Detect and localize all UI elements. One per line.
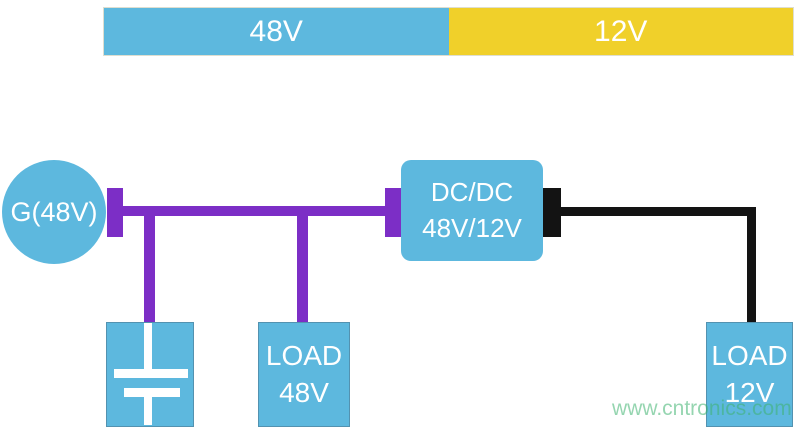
bar-segment-12v-label: 12V (594, 14, 648, 48)
dcdc-converter-box: DC/DC 48V/12V (401, 160, 543, 261)
bar-segment-12v: 12V (448, 8, 793, 55)
load48-branch-wire (297, 206, 308, 322)
load-12v-box: LOAD 12V (706, 322, 793, 427)
bar-segment-48v: 48V (104, 8, 449, 55)
converter-output-terminal (543, 188, 561, 237)
generator-circle: G(48V) (2, 160, 106, 264)
converter-input-terminal (385, 188, 401, 237)
watermark-text: www.cntronics.com (612, 397, 792, 420)
generator-terminal (107, 188, 123, 237)
converter-label-line2: 48V/12V (422, 212, 522, 243)
generator-label: G(48V) (10, 196, 98, 227)
converter-label-line1: DC/DC (430, 177, 514, 208)
load-48v-label-line2: 48V (279, 376, 329, 408)
load-48v-label-line1: LOAD (265, 340, 343, 372)
bus-12v-wire-vertical (747, 207, 756, 322)
bus-12v-wire-horizontal (557, 207, 756, 216)
capacitor-branch-wire (144, 206, 155, 322)
load-48v-box: LOAD 48V (258, 322, 350, 427)
load-12v-label-line1: LOAD (711, 340, 788, 372)
voltage-legend-bar: 48V 12V (103, 7, 794, 56)
capacitor-symbol-bottom-lead (144, 397, 152, 425)
capacitor-symbol-bottom-plate (124, 388, 180, 397)
capacitor-symbol-top-lead (144, 323, 152, 370)
bar-segment-48v-label: 48V (249, 14, 303, 48)
capacitor-box (106, 322, 194, 427)
capacitor-symbol-top-plate (114, 369, 188, 378)
load-12v-label-line2: 12V (724, 376, 775, 408)
bus-48v-wire (118, 206, 390, 216)
